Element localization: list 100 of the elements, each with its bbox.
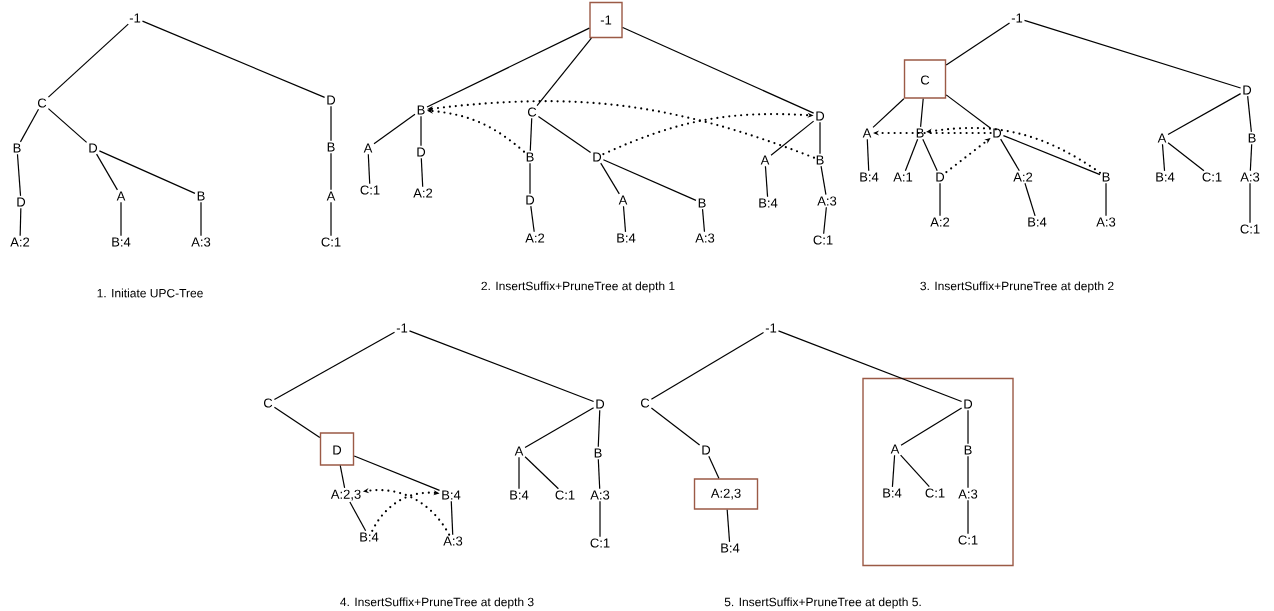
highlight-box (589, 1, 623, 39)
tree-branch (47, 108, 88, 143)
tree-branch (945, 94, 992, 129)
tree-branch (537, 115, 592, 154)
tree-node-label: B:4 (759, 198, 778, 208)
tree-node-label: A:2 (413, 188, 433, 198)
tree-branch (900, 454, 930, 488)
tree-node-label: A:3 (695, 233, 715, 243)
tree-node-label: B (1102, 172, 1110, 182)
tree-node-label: B (417, 105, 425, 115)
tree-branch (900, 407, 963, 446)
tree-node-label: -1 (129, 13, 141, 23)
tree-branch (524, 407, 595, 449)
tree-node-label: A:2 (1013, 172, 1033, 182)
tree-branch (373, 113, 416, 145)
tree-node-label: C:1 (321, 237, 341, 247)
tree-branch (622, 205, 627, 233)
tree-branch (200, 201, 202, 237)
tree-node-label: C:1 (590, 538, 610, 548)
tree-node-label: B:4 (883, 488, 902, 498)
tree-branch (726, 509, 731, 543)
caption: 3. InsertSuffix+PruneTree at depth 2 (920, 281, 1114, 293)
tree-node-label: -1 (396, 323, 408, 333)
tree-branch (904, 138, 919, 172)
tree-branch (339, 465, 346, 489)
tree-node-label: B (594, 448, 602, 458)
tree-branch (330, 201, 332, 237)
tree-node-label: D (593, 152, 602, 162)
tree-node-label: A:3 (817, 196, 837, 206)
tree-branch (367, 153, 371, 185)
tree-node-label: B:4 (360, 532, 379, 542)
tree-branch (47, 23, 129, 98)
tree-branch (1105, 182, 1107, 217)
tree-node-label: -1 (1011, 13, 1023, 23)
tree-branch (19, 207, 22, 237)
tree-node-label: A:3 (1096, 217, 1116, 227)
tree-node-label: A (760, 155, 770, 165)
tree-node-label: D (17, 197, 26, 207)
tree-branch (764, 165, 769, 198)
tree-branch (967, 409, 969, 445)
tree-node-label: D (89, 143, 98, 153)
tree-branch (273, 406, 321, 439)
tree-node-label: D (526, 195, 535, 205)
tree-node-label: C (263, 398, 273, 408)
tree-branch (420, 157, 424, 188)
tree-branch (1247, 95, 1252, 133)
tree-node-label: B (816, 155, 824, 165)
tree-node-label: C (37, 98, 47, 108)
tree-node-label: A (1157, 133, 1167, 143)
tree-branch (426, 27, 590, 108)
tree-branch (650, 407, 701, 446)
tree-branch (1249, 182, 1251, 224)
tree-node-label: C:1 (360, 185, 380, 195)
tree-branch (273, 331, 396, 401)
tree-node-label: B:4 (860, 172, 879, 182)
tree-node-label: B:4 (112, 237, 131, 247)
tree-node-label: B (1248, 133, 1256, 143)
tree-node-label: C:1 (1202, 172, 1222, 182)
tree-node-label: A:1 (893, 172, 913, 182)
tree-node-label: C (640, 398, 650, 408)
tree-node-label: A:3 (443, 536, 463, 546)
tree-node-label: D (596, 399, 605, 409)
tree-branch (597, 458, 601, 490)
tree-branch (1000, 138, 1020, 172)
tree-node-label: -1 (765, 323, 777, 333)
tree-node-label: A (363, 143, 373, 153)
tree-branch (349, 501, 367, 532)
tree-node-label: A:2,3 (330, 489, 361, 501)
tree-node-label: B:4 (617, 233, 636, 243)
tree-node-label: D (964, 399, 973, 409)
tree-node-label: A (618, 195, 628, 205)
tree-branch (701, 208, 706, 233)
tree-branch (141, 20, 326, 98)
tree-node-label: D (1243, 85, 1252, 95)
tree-node-label: B (916, 128, 924, 138)
tree-branch (420, 115, 422, 147)
tree-node-label: B:4 (442, 490, 461, 500)
tree-branch (16, 153, 22, 197)
tree-branch (770, 120, 815, 156)
tree-node-label: A:3 (1240, 172, 1260, 182)
tree-node-label: C:1 (958, 535, 978, 545)
tree-node-label: B (526, 152, 534, 162)
tree-branch (408, 330, 595, 403)
tree-node-label: A:2 (930, 217, 950, 227)
tree-node-label: C:1 (813, 235, 833, 245)
tree-node-label: -1 (600, 15, 612, 25)
tree-branch (96, 153, 118, 191)
tree-branch (450, 500, 454, 536)
tree-branch (19, 108, 40, 143)
tree-node-label: D (702, 445, 711, 455)
highlight-box (862, 377, 1014, 567)
tree-branch (866, 138, 870, 172)
tree-branch (1167, 93, 1242, 136)
tree-node-label: C (920, 75, 930, 85)
caption: 1. Initiate UPC-Tree (97, 288, 203, 298)
tree-branch (518, 456, 520, 490)
highlight-box (693, 478, 759, 510)
tree-branch (1023, 19, 1242, 89)
tree-branch (1161, 143, 1166, 172)
caption: 4. InsertSuffix+PruneTree at depth 3 (340, 597, 534, 609)
